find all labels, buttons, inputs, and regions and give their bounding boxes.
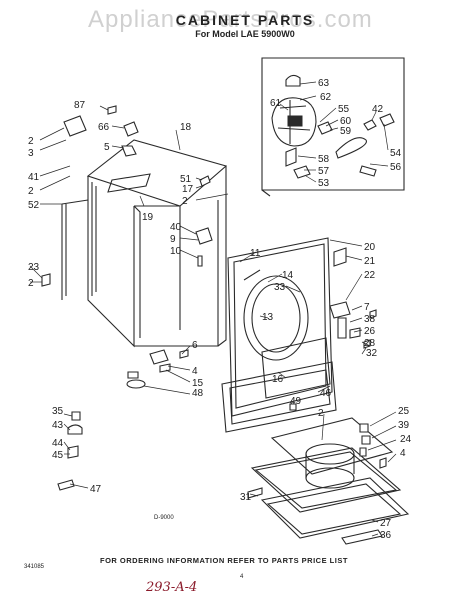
callout-label: 40 [170, 222, 182, 233]
callout-label: 42 [372, 104, 384, 115]
ordering-note: FOR ORDERING INFORMATION REFER TO PARTS … [100, 556, 348, 565]
leader-lines [29, 81, 397, 537]
door-hinge-hardware [329, 247, 377, 349]
callout-label: 47 [90, 484, 102, 495]
callout-label: 61 [270, 98, 282, 109]
callout-label: 87 [74, 100, 86, 111]
callout-label: 33 [274, 282, 286, 293]
callout-label: 43 [52, 420, 64, 431]
callout-label: 55 [338, 104, 350, 115]
misc-hardware [41, 273, 297, 491]
callout-label: 13 [262, 312, 274, 323]
callout-label: 3 [28, 148, 34, 159]
callout-label: 51 [180, 174, 192, 185]
callout-label: 54 [390, 148, 402, 159]
model-subtitle: For Model LAE 5900W0 [195, 29, 295, 39]
callout-label: 20 [364, 242, 376, 253]
callout-label: 2 [28, 186, 34, 197]
callout-label: 58 [318, 154, 330, 165]
callout-label: 46 [320, 388, 332, 399]
callout-label: 5 [104, 142, 110, 153]
callout-label: 36 [380, 530, 392, 541]
page-number: 4 [240, 574, 244, 580]
callout-label: 6 [192, 340, 198, 351]
callout-label: 52 [28, 200, 40, 211]
diagram-number: D-9000 [154, 515, 174, 521]
callout-label: 48 [192, 388, 204, 399]
callout-label: 15 [192, 378, 204, 389]
callout-label: 18 [180, 122, 192, 133]
callout-label: 4 [192, 366, 198, 377]
base-assembly [247, 417, 410, 545]
inset-corner-mark [261, 189, 271, 197]
callout-label: 17 [182, 184, 194, 195]
callout-label: 2 [318, 408, 324, 419]
callout-label: 7 [364, 302, 370, 313]
handwritten-note: 293-A-4 [146, 580, 198, 595]
callout-label: 62 [320, 92, 332, 103]
callout-label: 32 [366, 348, 378, 359]
callout-label: 21 [364, 256, 376, 267]
callout-label: 60 [340, 116, 352, 127]
callout-label: 24 [400, 434, 412, 445]
callout-label: 27 [380, 518, 392, 529]
callout-label: 19 [142, 212, 154, 223]
callout-label: 38 [364, 314, 376, 325]
door-panels [221, 337, 337, 433]
callout-label: 11 [250, 248, 261, 259]
callout-label: 28 [364, 338, 376, 349]
callout-label: 41 [28, 172, 40, 183]
callout-label: 63 [318, 78, 330, 89]
callout-label: 23 [28, 262, 40, 273]
callout-label: 45 [52, 450, 64, 461]
top-hardware [63, 105, 213, 267]
callout-label: 10 [170, 246, 182, 257]
callout-label: 56 [390, 162, 402, 173]
callout-label: 22 [364, 270, 376, 281]
document-code: 341085 [24, 564, 45, 570]
motor-assembly [271, 74, 395, 179]
callout-label: 14 [282, 270, 294, 281]
callout-label: 16 [272, 374, 284, 385]
callout-label: 49 [290, 396, 302, 407]
page-title: CABINET PARTS [175, 12, 315, 28]
motor-inset-box [261, 57, 405, 191]
cabinet-body [61, 139, 228, 348]
callout-label: 9 [170, 234, 176, 245]
callout-label: 2 [28, 278, 34, 289]
callout-label: 57 [318, 166, 330, 177]
callout-label: 39 [398, 420, 410, 431]
callout-label: 4 [400, 448, 406, 459]
callout-label: 26 [364, 326, 376, 337]
callout-label: 53 [318, 178, 330, 189]
callout-label: 66 [98, 122, 110, 133]
callout-label: 25 [398, 406, 410, 417]
callout-label: 2 [28, 136, 34, 147]
callout-label: 2 [182, 196, 188, 207]
callout-label: 44 [52, 438, 64, 449]
callout-label: 59 [340, 126, 352, 137]
watermark: AppliancePartsPros.com [88, 6, 373, 33]
callout-label: 35 [52, 406, 64, 417]
callout-label: 31 [240, 492, 252, 503]
front-panel [227, 237, 333, 417]
